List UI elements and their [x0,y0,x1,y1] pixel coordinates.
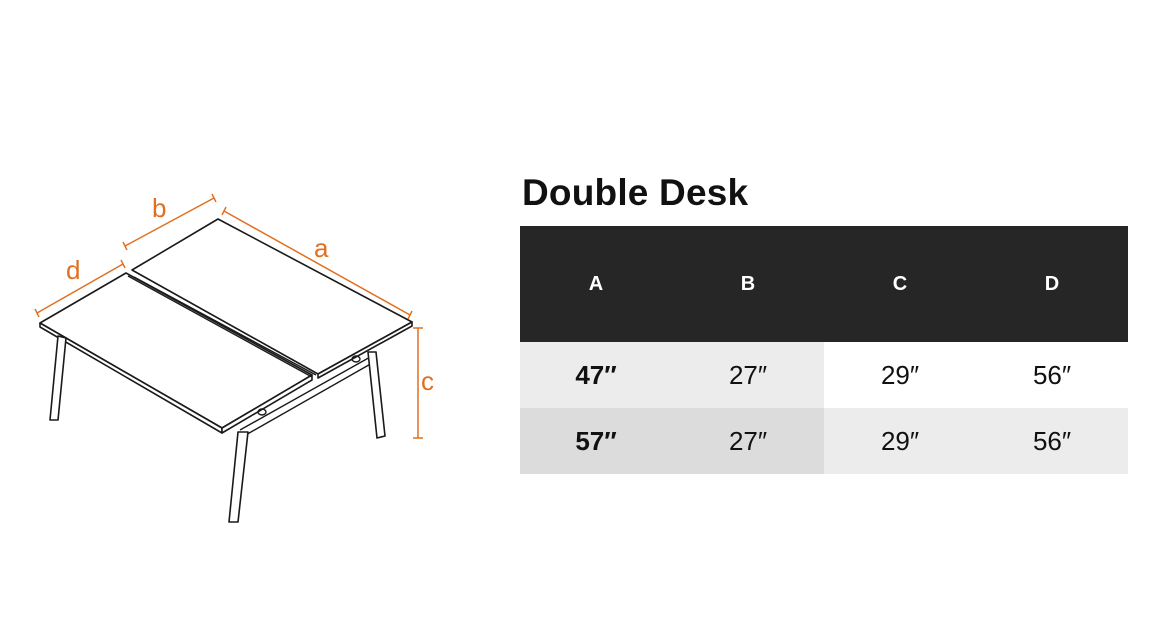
column-header-d: D [976,226,1128,342]
dimension-label-c: c [421,366,434,396]
dimension-lines [34,193,423,439]
table-header-row: A B C D [520,226,1128,342]
table-row: 47″ 27″ 29″ 56″ [520,342,1128,408]
cell-a: 47″ [520,342,672,408]
column-header-c: C [824,226,976,342]
cell-c: 29″ [824,408,976,474]
cell-d: 56″ [976,408,1128,474]
column-header-b: B [672,226,824,342]
cell-b: 27″ [672,408,824,474]
dimensions-table: A B C D 47″ 27″ 29″ 56″ 57″ 27″ 29″ 56″ [520,226,1128,474]
desk-diagram: d b a c [34,193,434,523]
column-header-a: A [520,226,672,342]
dimension-label-d: d [66,255,80,285]
desk-divider [127,275,317,378]
dimension-label-b: b [152,193,166,223]
table-row: 57″ 27″ 29″ 56″ [520,408,1128,474]
desk-outline [39,218,413,434]
cell-d: 56″ [976,342,1128,408]
desk-frame [239,355,375,437]
cell-a: 57″ [520,408,672,474]
cell-b: 27″ [672,342,824,408]
desk-legs [49,335,386,523]
dimension-label-a: a [314,233,329,263]
page-title: Double Desk [522,172,749,213]
cell-c: 29″ [824,342,976,408]
